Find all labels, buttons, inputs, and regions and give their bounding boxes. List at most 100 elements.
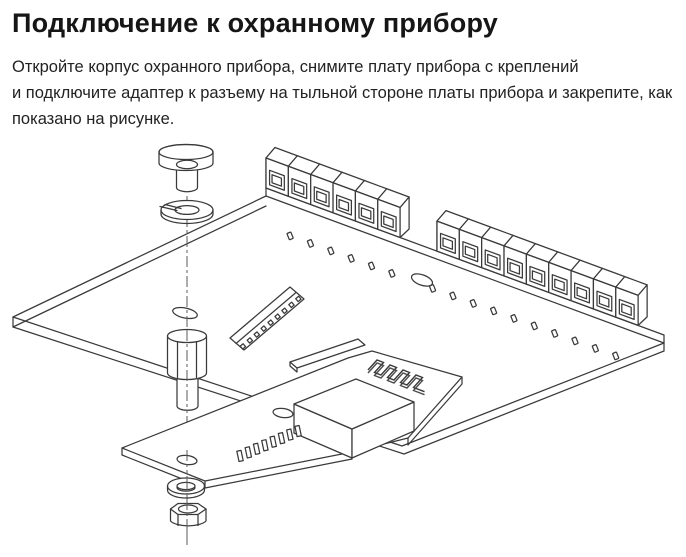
mounting-screw xyxy=(158,143,214,193)
solder-pad xyxy=(388,269,396,278)
header-pin xyxy=(285,428,294,441)
header-pin xyxy=(252,442,261,456)
terminal-opening xyxy=(596,290,613,312)
solder-pad xyxy=(489,306,498,316)
terminal-gable xyxy=(399,196,410,239)
solder-pad xyxy=(469,299,477,308)
nut-facets xyxy=(177,513,199,527)
terminal-cage xyxy=(271,174,283,187)
solder-pad xyxy=(591,344,599,353)
manual-content: Подключение к охранному прибору Откройте… xyxy=(0,0,686,132)
lock-washer-split xyxy=(159,203,182,212)
terminal-opening xyxy=(313,186,330,208)
header-pin xyxy=(294,424,302,438)
module-top-face xyxy=(293,378,415,430)
adapter-thickness xyxy=(121,376,463,489)
instructions-paragraph: Откройте корпус охранного прибора, сними… xyxy=(12,54,674,132)
terminal-cage xyxy=(531,270,543,283)
terminal-opening xyxy=(462,241,479,263)
adapter-board xyxy=(121,338,463,489)
terminal-cage xyxy=(464,245,476,259)
header-pin xyxy=(261,439,269,452)
terminal-opening xyxy=(551,274,568,296)
terminal-cage xyxy=(442,237,454,250)
terminal-opening xyxy=(358,202,375,224)
nut-hole xyxy=(177,504,199,514)
lock-washer xyxy=(159,199,214,225)
solder-pad xyxy=(367,261,376,271)
terminal-cage xyxy=(598,294,610,308)
terminal-opening xyxy=(439,232,456,255)
flat-washer-hole xyxy=(176,481,196,491)
socket-hole xyxy=(295,295,302,303)
terminal-opening xyxy=(529,265,546,288)
main-pcb-oval-hole xyxy=(410,273,434,287)
lock-washer-thickness xyxy=(160,209,214,225)
socket-hole xyxy=(274,313,281,321)
header-pin xyxy=(269,435,278,448)
terminal-cage xyxy=(316,190,327,204)
terminal-opening xyxy=(618,298,635,321)
socket-divider xyxy=(235,291,297,345)
lock-washer-hole xyxy=(174,204,200,216)
connection-diagram xyxy=(12,143,665,545)
solder-pad xyxy=(286,231,294,241)
terminal-opening xyxy=(291,177,308,200)
solder-pad xyxy=(327,246,335,256)
antenna-trace xyxy=(367,359,425,396)
page-title: Подключение к охранному прибору xyxy=(12,8,498,38)
socket-hole xyxy=(253,331,261,338)
terminal-opening xyxy=(484,249,501,271)
adapter-rail xyxy=(289,338,366,373)
solder-pad xyxy=(428,284,437,293)
solder-pad xyxy=(571,336,579,346)
solder-pad xyxy=(510,314,518,323)
socket-hole xyxy=(288,301,295,309)
socket-hole xyxy=(260,325,268,332)
terminal-cage xyxy=(360,207,372,220)
flat-washer-hole-depth xyxy=(176,486,196,492)
terminal-cage xyxy=(383,215,394,229)
solder-pad-row xyxy=(286,231,620,361)
socket-hole xyxy=(246,337,254,344)
terminal-cage xyxy=(509,261,521,275)
hex-nut xyxy=(169,502,207,527)
main-pcb-screw-hole xyxy=(172,306,198,320)
solder-pad xyxy=(347,254,355,263)
solder-pad xyxy=(306,239,315,248)
adapter-socket xyxy=(229,286,305,351)
terminal-opening xyxy=(380,210,397,233)
adapter-module xyxy=(293,378,415,459)
terminal-cage xyxy=(293,182,305,196)
terminal-cage xyxy=(621,303,632,316)
adapter-spare-hole xyxy=(272,407,294,419)
socket-hole xyxy=(281,307,288,315)
terminal-cage xyxy=(554,278,565,292)
terminal-blocks xyxy=(265,146,648,326)
terminal-opening xyxy=(574,282,591,304)
socket-pin-holes xyxy=(239,295,302,350)
terminal-cage xyxy=(338,198,350,212)
terminal-opening xyxy=(506,257,523,279)
instructions-line-2: и подключите адаптер к разъему на тыльно… xyxy=(12,84,673,102)
socket-body xyxy=(229,286,305,351)
socket-hole xyxy=(239,343,247,350)
header-pin xyxy=(236,449,244,463)
standoff-facets xyxy=(176,340,198,379)
header-pin xyxy=(277,431,286,445)
main-pcb-thickness-right xyxy=(12,326,665,455)
instructions-line-3: показано на рисунке. xyxy=(12,110,175,128)
instructions-line-1: Откройте корпус охранного прибора, сними… xyxy=(12,58,579,76)
terminal-opening xyxy=(336,194,353,216)
screw-neck xyxy=(175,159,199,170)
screw-head-top xyxy=(158,143,214,161)
header-pin xyxy=(244,446,253,459)
terminal-cage xyxy=(576,286,588,300)
socket-hole xyxy=(267,319,274,326)
terminal-opening xyxy=(268,169,285,191)
terminal-gable xyxy=(637,284,648,326)
solder-pad xyxy=(530,321,538,331)
flat-washer-thickness xyxy=(166,485,206,499)
solder-pad xyxy=(612,351,620,361)
